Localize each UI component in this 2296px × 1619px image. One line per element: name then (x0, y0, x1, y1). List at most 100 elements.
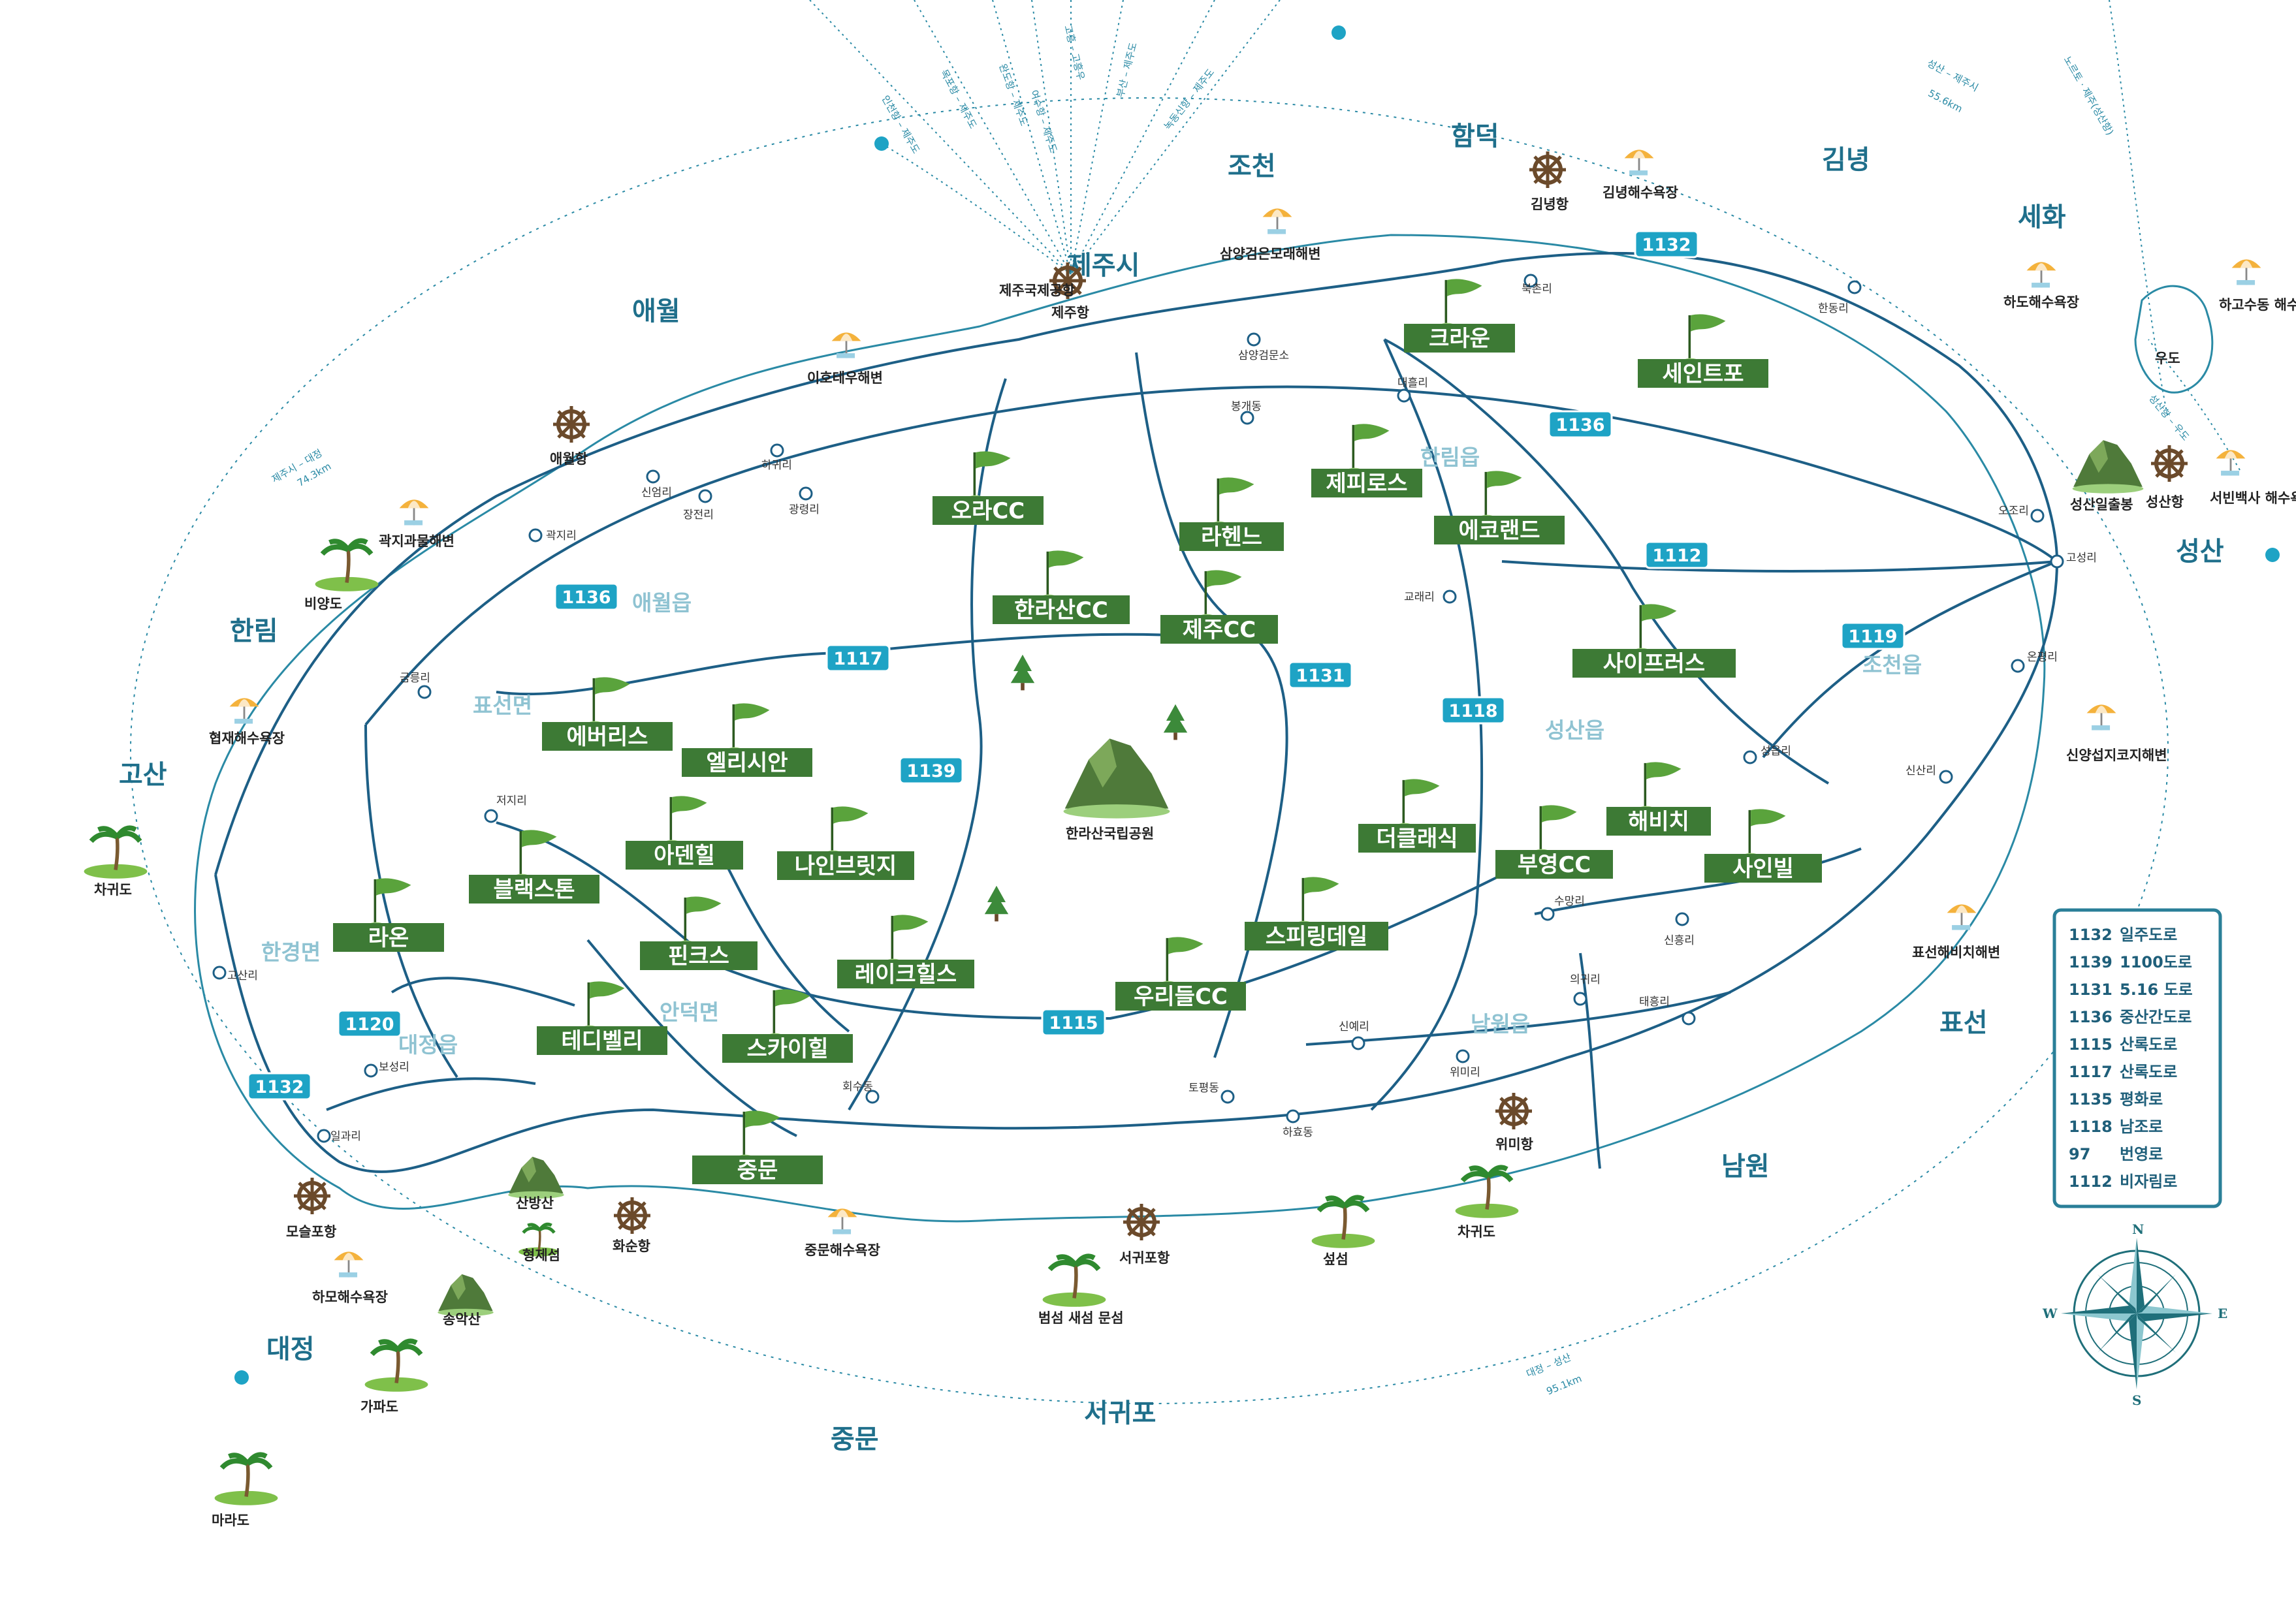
golf-course-label: 라온 (333, 923, 444, 952)
beach-umbrella-icon (229, 697, 260, 725)
village-label: 곽지리 (546, 529, 577, 542)
golf-course-name: 스카이힐 (746, 1036, 828, 1062)
village-label: 신흥리 (1664, 934, 1695, 947)
beach-umbrella-icon (1623, 148, 1655, 176)
poi-label: 하고수동 해수욕장 (2219, 297, 2296, 313)
harbor-wheel-icon (553, 406, 590, 443)
road-number-badge: 1139 (899, 756, 964, 785)
sub-seongsan: 조천읍 (1862, 652, 1922, 678)
golf-course-label: 크라운 (1404, 324, 1515, 353)
route-distance: 95.1km (1544, 1372, 1583, 1397)
golf-course-name: 크라운 (1429, 326, 1490, 352)
beach-umbrella-icon (333, 1250, 364, 1278)
poi-label: 제주국제공항 (999, 283, 1075, 298)
village-label: 광령리 (789, 503, 820, 516)
golf-course-name: 테디벨리 (561, 1028, 643, 1054)
golf-course-name: 더클래식 (1376, 826, 1458, 852)
sub-aewol: 애월읍 (632, 590, 692, 616)
village-label: 고산리 (227, 969, 258, 982)
beach-umbrella-icon (1262, 207, 1293, 235)
region-seongsan: 성산 (2176, 537, 2224, 567)
region-hallim: 한림 (230, 616, 278, 646)
golf-course-name: 사인빌 (1732, 856, 1794, 882)
golf-course-name: 스피링데일 (1266, 924, 1367, 950)
poi-label: 마라도 (212, 1513, 249, 1528)
village-label: 신산리 (1905, 764, 1936, 778)
village-label: 하귀리 (761, 459, 792, 472)
golf-flag-icon (1397, 778, 1441, 826)
ferry-terminal-dot (234, 1370, 249, 1385)
golf-flag-icon (588, 676, 631, 725)
poi-label: 표선해비치해변 (1912, 945, 2000, 960)
legend-name: 중산간도로 (2120, 1008, 2192, 1026)
sub-jocheon: 한림읍 (1420, 445, 1480, 470)
village-label: 의귀리 (1570, 973, 1601, 986)
golf-course-label: 우리들CC (1115, 982, 1246, 1011)
compass-east: E (2218, 1306, 2227, 1321)
road-number-badge: 1119 (1840, 621, 1905, 650)
village-label: 하효동 (1283, 1126, 1313, 1139)
poi-label: 산방산 (516, 1195, 554, 1211)
poi-label: 한라산국립공원 (1066, 826, 1154, 841)
palm-island-icon (1043, 1256, 1106, 1307)
poi-label: 형제섬 (522, 1248, 560, 1263)
golf-course-label: 에코랜드 (1434, 516, 1565, 544)
golf-course-label: 더클래식 (1358, 824, 1476, 853)
ferry-terminal-dot (874, 136, 889, 151)
golf-course-label: 한라산CC (993, 595, 1130, 624)
road-number-badge: 1118 (1441, 696, 1506, 725)
region-gosan: 고산 (119, 760, 167, 790)
poi-label: 차귀도 (94, 882, 132, 898)
palm-island-icon (215, 1454, 278, 1505)
golf-course-label: 사이프러스 (1572, 649, 1736, 678)
sub-hangyeong: 한경면 (261, 939, 321, 965)
poi-label: 모슬포항 (286, 1224, 336, 1240)
legend-name: 비자림로 (2120, 1172, 2177, 1191)
road-number: 1136 (1555, 415, 1604, 435)
region-sehwa: 세화 (2018, 202, 2066, 232)
village-markers (212, 274, 2064, 1143)
golf-course-label: 블랙스톤 (469, 875, 599, 904)
golf-course-label: 사인빌 (1704, 854, 1822, 883)
road-number-badge: 1115 (1041, 1008, 1106, 1037)
palm-island-icon (84, 828, 148, 879)
golf-course-name: 사이프러스 (1603, 651, 1705, 677)
harbor-wheel-icon (1123, 1204, 1160, 1240)
region-pyoseon: 표선 (1939, 1008, 1988, 1038)
golf-flag-icon (886, 913, 930, 962)
poi-labels: 제주국제공항 제주항 삼양검은모래해변 이호테우해변 애월항 곽지과물해변 비양… (94, 185, 2296, 1528)
poi-label: 제주항 (1051, 305, 1089, 321)
golf-course-name: 엘리시안 (706, 750, 788, 776)
golf-course-name: 해비치 (1628, 809, 1689, 835)
poi-label: 위미항 (1495, 1137, 1533, 1152)
road-number-badge: 1136 (554, 582, 619, 611)
golf-flag-icon (1639, 761, 1683, 810)
golf-flag-icon (1212, 476, 1256, 525)
poi-label: 곽지과물해변 (379, 533, 454, 549)
golf-flag-icon (1042, 549, 1085, 598)
golf-course-name: 핀크스 (668, 943, 729, 969)
palm-island-icon (315, 541, 379, 591)
legend-name: 평화로 (2120, 1090, 2163, 1108)
golf-flag-icon (738, 1109, 782, 1158)
golf-course-label: 스피링데일 (1245, 922, 1388, 951)
region-jocheon: 조천 (1228, 151, 1276, 181)
ferry-terminal-dot (1331, 25, 1346, 40)
golf-flag-icon (968, 450, 1012, 499)
golf-course-label: 제피로스 (1311, 469, 1422, 497)
golf-flag-icon (1744, 808, 1787, 857)
village-label: 온평리 (2027, 651, 2058, 664)
road-number: 1139 (906, 761, 955, 781)
ferry-route-ring (130, 97, 2169, 1404)
poi-label: 협재해수욕장 (209, 731, 285, 746)
golf-course-label: 나인브릿지 (777, 851, 914, 880)
road-number: 1112 (1652, 546, 1701, 566)
golf-flag-icon (665, 794, 709, 843)
village-label: 고성리 (2066, 552, 2097, 565)
golf-course-label: 스카이힐 (722, 1034, 853, 1063)
